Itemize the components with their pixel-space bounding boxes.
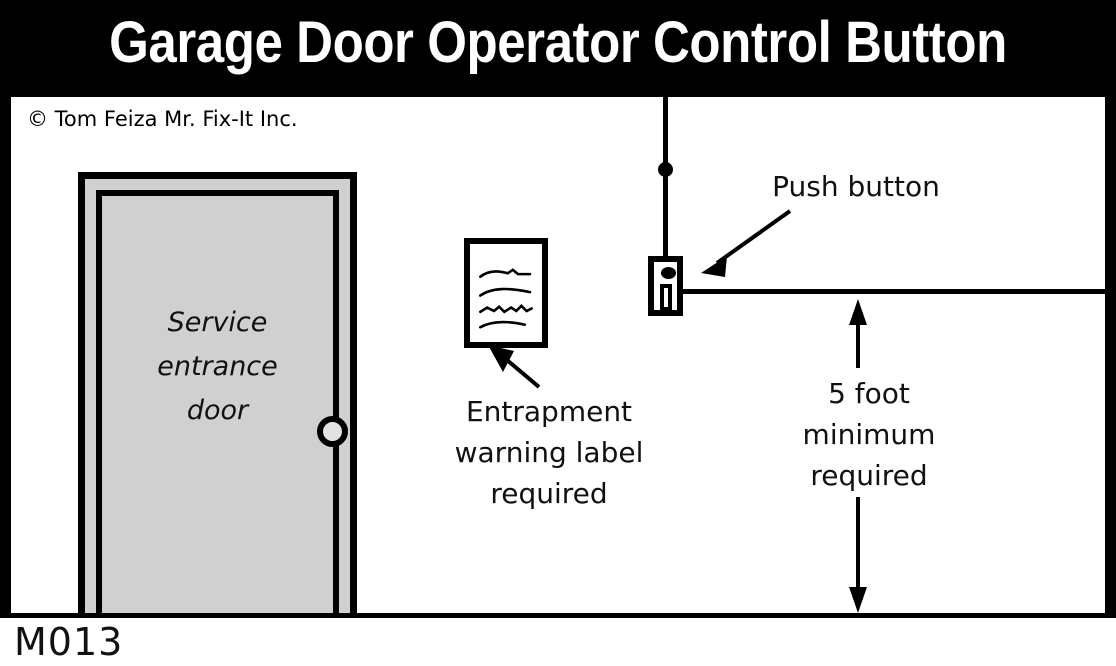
entrapment-warning-caption: Entrapment warning label required: [429, 391, 669, 514]
push-button[interactable]: [648, 256, 683, 316]
push-button-indicator-dot: [661, 267, 676, 279]
entrapment-leader-arrow: [488, 345, 541, 389]
push-button-leader-arrow: [701, 209, 792, 277]
entrapment-warning-label: [464, 238, 548, 348]
push-button-plunger: [660, 284, 672, 311]
dimension-caption-line-1: 5 foot: [828, 377, 910, 410]
dimension-caption-line-3: required: [810, 459, 928, 492]
service-entrance-door: Service entrance door: [78, 172, 357, 613]
dimension-caption: 5 foot minimum required: [739, 373, 999, 496]
copyright-notice: © Tom Feiza Mr. Fix-It Inc.: [27, 107, 298, 131]
door-label-line-2: entrance: [157, 351, 278, 382]
wire-junction-dot: [658, 162, 673, 177]
warning-label-text-squiggles: [479, 268, 533, 329]
figure-code: M013: [14, 620, 124, 664]
dimension-caption-line-2: minimum: [802, 418, 936, 451]
push-button-caption: Push button: [772, 170, 940, 203]
door-label: Service entrance door: [102, 301, 333, 433]
doorknob-icon: [317, 416, 348, 447]
entrapment-caption-line-3: required: [490, 477, 608, 510]
door-label-line-3: door: [186, 395, 249, 426]
title-band: Garage Door Operator Control Button: [0, 0, 1116, 95]
drawing-panel: © Tom Feiza Mr. Fix-It Inc. Service entr…: [11, 97, 1105, 613]
wall-line: [683, 289, 1105, 294]
entrapment-caption-line-1: Entrapment: [465, 395, 633, 428]
door-inner-panel: Service entrance door: [96, 190, 348, 613]
entrapment-caption-line-2: warning label: [454, 436, 644, 469]
control-wire: [663, 97, 668, 257]
door-label-line-1: Service: [167, 307, 268, 338]
page-title: Garage Door Operator Control Button: [109, 10, 1007, 75]
